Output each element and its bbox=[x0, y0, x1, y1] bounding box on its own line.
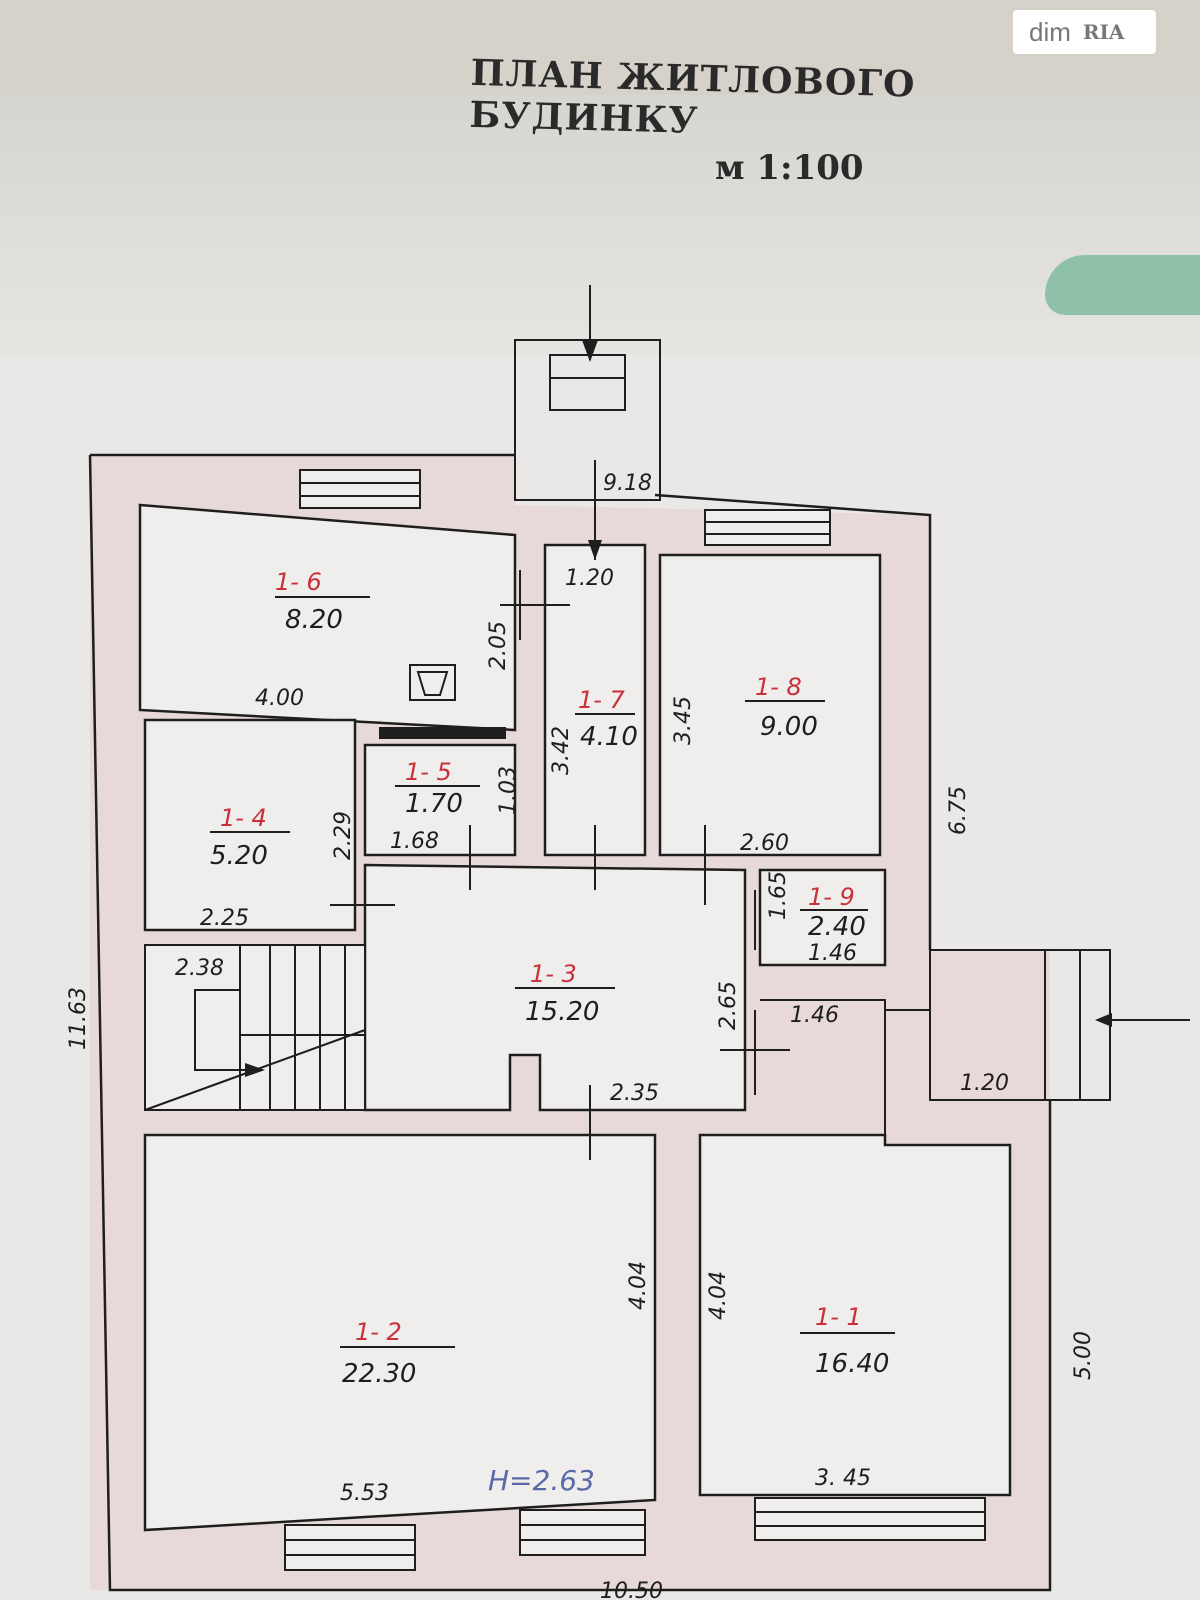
top-porch-step bbox=[549, 354, 626, 411]
outer-wall bbox=[88, 453, 1052, 1592]
dim-11-63: 11.63 bbox=[66, 987, 91, 1050]
room-1-5-area: 1.70 bbox=[405, 789, 463, 819]
room-1-1-area: 16.40 bbox=[815, 1349, 889, 1379]
dim-1-03: 1.03 bbox=[496, 766, 521, 815]
room-1-2 bbox=[143, 1133, 657, 1532]
dim-3-45-a: 3.45 bbox=[671, 696, 696, 745]
staircase bbox=[144, 944, 366, 1111]
room-1-6-area: 8.20 bbox=[285, 605, 343, 635]
scale-label: м 1:100 bbox=[715, 148, 864, 188]
dim-2-29: 2.29 bbox=[331, 811, 356, 860]
room-1-2-area: 22.30 bbox=[342, 1359, 416, 1389]
dim-1-65: 1.65 bbox=[766, 871, 791, 920]
dim-9-18: 9.18 bbox=[603, 471, 652, 496]
window-top-left bbox=[299, 469, 421, 509]
dim-2-60: 2.60 bbox=[740, 831, 789, 856]
dimria-logo[interactable]: dim RIA bbox=[1013, 10, 1156, 54]
background-top-band bbox=[0, 0, 1200, 110]
dim-5-00: 5.00 bbox=[1071, 1331, 1096, 1380]
dim-1-20-right: 1.20 bbox=[960, 1071, 1009, 1096]
paper-shadow bbox=[0, 95, 1200, 355]
dim-4-04-b: 4.04 bbox=[706, 1271, 731, 1320]
dim-1-20-top: 1.20 bbox=[565, 566, 614, 591]
room-1-8-id: 1- 8 bbox=[755, 673, 802, 701]
room-1-3-area: 15.20 bbox=[525, 997, 599, 1027]
dim-2-65: 2.65 bbox=[716, 981, 741, 1030]
window-bottom-1 bbox=[284, 1524, 416, 1571]
room-1-5 bbox=[363, 743, 517, 857]
dim-10-50: 10.50 bbox=[600, 1579, 663, 1600]
green-sticker bbox=[1045, 255, 1200, 315]
room-1-7 bbox=[543, 543, 647, 857]
window-bottom-3 bbox=[754, 1497, 986, 1541]
room-1-4-id: 1- 4 bbox=[220, 804, 267, 832]
dim-1-68: 1.68 bbox=[390, 829, 439, 854]
window-bottom-2 bbox=[519, 1509, 646, 1556]
entry-arrow-top-head bbox=[582, 340, 598, 362]
room-1-4-area: 5.20 bbox=[210, 841, 268, 871]
dim-3-42: 3.42 bbox=[549, 726, 574, 775]
dim-2-25: 2.25 bbox=[200, 906, 249, 931]
room-1-9-area: 2.40 bbox=[808, 912, 866, 942]
dim-4-00: 4.00 bbox=[255, 686, 304, 711]
room-1-2-id: 1- 2 bbox=[355, 1318, 402, 1346]
dim-2-35: 2.35 bbox=[610, 1081, 659, 1106]
room-1-5-id: 1- 5 bbox=[405, 758, 452, 786]
logo-dim-text: dim bbox=[1029, 16, 1071, 47]
window-top-right bbox=[704, 509, 831, 546]
room-1-9 bbox=[758, 868, 887, 967]
room-1-6-id: 1- 6 bbox=[275, 568, 322, 596]
ceiling-height: H=2.63 bbox=[488, 1464, 595, 1497]
room-1-7-id: 1- 7 bbox=[578, 686, 626, 714]
stove-icon bbox=[379, 664, 506, 739]
room-1-3-id: 1- 3 bbox=[530, 960, 577, 988]
dim-5-53: 5.53 bbox=[340, 1481, 389, 1506]
dim-1-46-b: 1.46 bbox=[790, 1003, 839, 1028]
entry-arrow-right-head bbox=[1095, 1013, 1112, 1027]
inner-arrow-head bbox=[588, 540, 602, 560]
room-1-1-id: 1- 1 bbox=[815, 1303, 862, 1331]
room-1-7-area: 4.10 bbox=[580, 722, 638, 752]
room-1-8 bbox=[658, 553, 882, 857]
stair-arrow-head bbox=[245, 1063, 265, 1077]
logo-ria-text: RIA bbox=[1082, 20, 1125, 44]
dim-3-45-b: 3. 45 bbox=[815, 1466, 871, 1491]
room-1-9-id: 1- 9 bbox=[808, 883, 855, 911]
room-1-8-area: 9.00 bbox=[760, 712, 818, 742]
dim-2-38: 2.38 bbox=[175, 956, 224, 981]
dim-4-04-a: 4.04 bbox=[626, 1261, 651, 1310]
room-1-4 bbox=[143, 718, 357, 932]
dim-6-75: 6.75 bbox=[946, 786, 971, 835]
dim-1-46-a: 1.46 bbox=[808, 941, 857, 966]
dim-2-05: 2.05 bbox=[486, 621, 511, 670]
